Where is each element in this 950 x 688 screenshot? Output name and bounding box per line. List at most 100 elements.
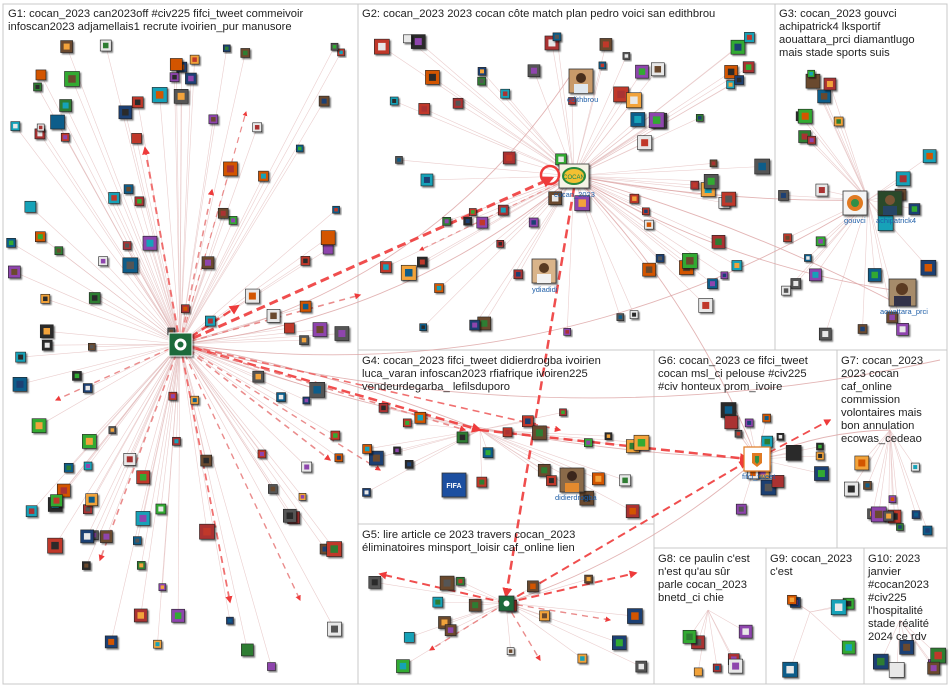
user-node[interactable] xyxy=(642,207,650,216)
user-node[interactable] xyxy=(728,658,743,674)
user-node[interactable] xyxy=(39,324,54,339)
user-node[interactable] xyxy=(781,285,791,296)
user-node[interactable] xyxy=(709,159,718,168)
user-node[interactable] xyxy=(735,503,747,515)
user-node[interactable] xyxy=(532,425,547,441)
user-node[interactable] xyxy=(731,260,743,271)
user-node[interactable] xyxy=(417,256,428,268)
user-node[interactable] xyxy=(8,265,21,279)
user-node[interactable] xyxy=(629,193,640,204)
user-node[interactable] xyxy=(502,151,516,165)
node-gouvci[interactable] xyxy=(842,190,868,216)
user-node[interactable] xyxy=(374,38,390,55)
user-node[interactable] xyxy=(703,174,719,189)
user-node[interactable] xyxy=(200,454,212,467)
user-node[interactable] xyxy=(425,70,440,85)
user-node[interactable] xyxy=(527,580,539,593)
user-node[interactable] xyxy=(257,449,267,459)
user-node[interactable] xyxy=(267,662,276,671)
user-node[interactable] xyxy=(131,96,144,109)
user-node[interactable] xyxy=(522,415,534,428)
user-node[interactable] xyxy=(546,475,557,486)
user-node[interactable] xyxy=(330,42,339,51)
user-node[interactable] xyxy=(226,616,234,625)
user-node[interactable] xyxy=(63,462,74,473)
user-node[interactable] xyxy=(10,121,21,131)
user-node[interactable] xyxy=(877,215,894,231)
user-node[interactable] xyxy=(420,173,434,187)
user-node[interactable] xyxy=(863,481,872,490)
user-node[interactable] xyxy=(158,583,167,591)
user-node[interactable] xyxy=(513,269,524,280)
user-node[interactable] xyxy=(626,92,642,109)
user-node[interactable] xyxy=(300,256,311,266)
user-node[interactable] xyxy=(36,123,45,132)
user-node[interactable] xyxy=(334,453,344,463)
user-node[interactable] xyxy=(854,455,870,471)
user-node[interactable] xyxy=(59,99,72,112)
user-node[interactable] xyxy=(82,561,91,570)
user-node[interactable] xyxy=(456,576,465,586)
user-node[interactable] xyxy=(168,391,178,401)
user-node[interactable] xyxy=(56,483,71,498)
user-node[interactable] xyxy=(327,621,342,637)
user-node[interactable] xyxy=(782,661,798,678)
user-node[interactable] xyxy=(322,243,334,255)
user-node[interactable] xyxy=(155,503,167,515)
user-node[interactable] xyxy=(228,216,238,225)
user-node[interactable] xyxy=(648,112,665,128)
user-node[interactable] xyxy=(400,264,417,281)
user-node[interactable] xyxy=(477,67,487,76)
user-node[interactable] xyxy=(181,304,190,314)
user-node[interactable] xyxy=(633,434,650,451)
user-node[interactable] xyxy=(818,327,832,341)
user-node[interactable] xyxy=(414,411,427,424)
user-node[interactable] xyxy=(54,246,64,255)
user-node[interactable] xyxy=(222,44,231,53)
user-node[interactable] xyxy=(476,476,488,488)
user-node[interactable] xyxy=(778,190,789,201)
user-node[interactable] xyxy=(240,48,251,58)
user-node[interactable] xyxy=(169,58,183,71)
user-node[interactable] xyxy=(6,238,16,248)
user-node[interactable] xyxy=(797,108,813,124)
user-node[interactable] xyxy=(463,216,472,226)
hub-node-cocan-2023[interactable]: COCAN xyxy=(558,163,590,189)
user-node[interactable] xyxy=(477,76,486,86)
user-node[interactable] xyxy=(434,283,444,293)
user-node[interactable] xyxy=(190,395,200,405)
user-node[interactable] xyxy=(807,135,816,145)
user-node[interactable] xyxy=(886,311,898,324)
user-node[interactable] xyxy=(637,135,652,151)
user-node[interactable] xyxy=(841,640,856,655)
user-node[interactable] xyxy=(24,200,37,213)
user-node[interactable] xyxy=(332,205,340,214)
user-node[interactable] xyxy=(404,460,414,469)
user-node[interactable] xyxy=(726,80,735,89)
user-node[interactable] xyxy=(258,170,269,182)
user-node[interactable] xyxy=(33,82,42,92)
user-node[interactable] xyxy=(25,505,38,517)
user-node[interactable] xyxy=(815,451,825,461)
user-node[interactable] xyxy=(80,529,94,544)
user-node[interactable] xyxy=(185,72,197,85)
hub-node-g1[interactable] xyxy=(168,332,193,357)
user-node[interactable] xyxy=(241,643,254,657)
user-node[interactable] xyxy=(911,510,921,519)
user-node[interactable] xyxy=(298,493,307,501)
user-node[interactable] xyxy=(169,72,180,82)
user-node[interactable] xyxy=(369,450,384,466)
user-node[interactable] xyxy=(35,231,46,243)
user-node[interactable] xyxy=(922,525,933,536)
user-node[interactable] xyxy=(807,69,815,78)
user-node[interactable] xyxy=(548,191,562,206)
user-node[interactable] xyxy=(776,432,785,441)
user-node[interactable] xyxy=(734,75,744,85)
node-fifa[interactable]: FIFA xyxy=(441,472,467,498)
user-node[interactable] xyxy=(136,470,150,485)
user-node[interactable] xyxy=(642,262,656,277)
user-node[interactable] xyxy=(625,504,640,518)
user-node[interactable] xyxy=(284,322,295,334)
user-node[interactable] xyxy=(41,339,53,351)
user-node[interactable] xyxy=(896,322,909,336)
